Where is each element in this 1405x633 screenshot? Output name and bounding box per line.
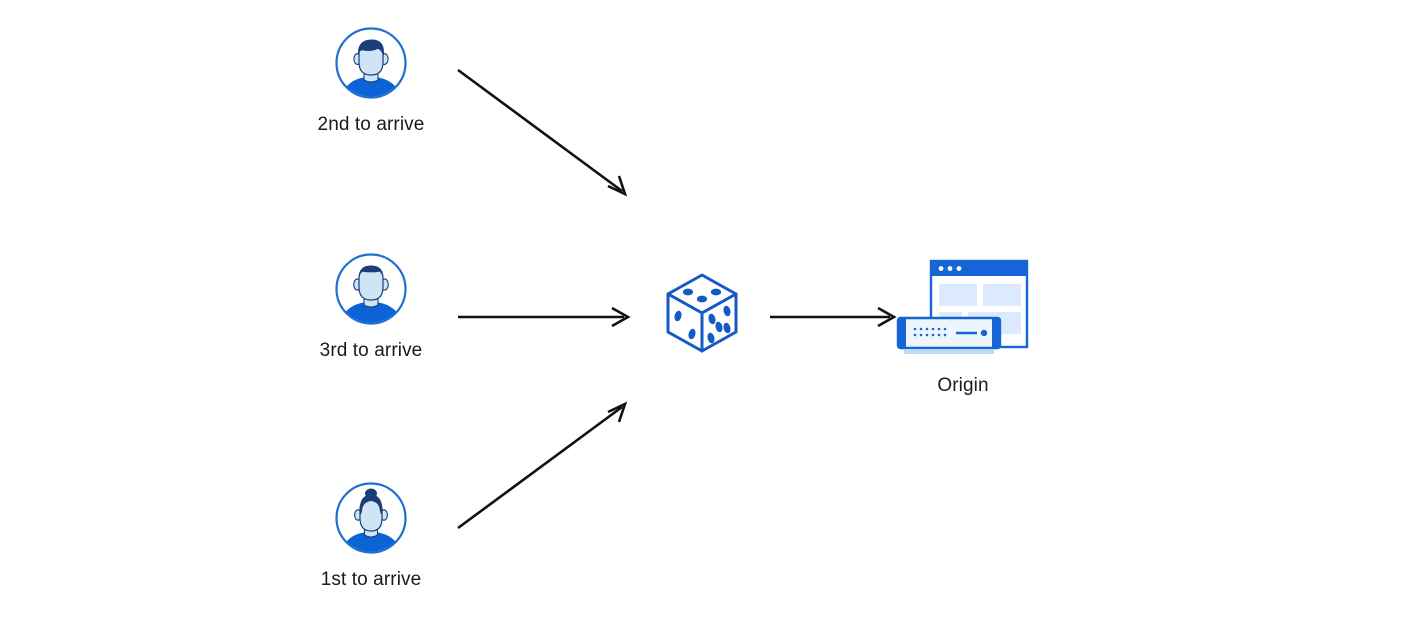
user-avatar-icon [334, 26, 408, 100]
node-user-2nd-to-arrive[interactable]: 2nd to arrive [311, 26, 431, 136]
user-avatar-icon [334, 481, 408, 555]
origin-server-icon [893, 255, 1033, 365]
arrow-user1-to-dice [457, 401, 628, 530]
arrow-dice-to-origin [770, 306, 897, 328]
node-label: 2nd to arrive [317, 114, 425, 135]
node-label: 3rd to arrive [319, 340, 423, 361]
node-user-1st-to-arrive[interactable]: 1st to arrive [311, 481, 431, 591]
node-dice[interactable] [657, 268, 747, 358]
arrow-user2-to-dice [457, 68, 628, 197]
user-avatar-icon [334, 252, 408, 326]
node-user-3rd-to-arrive[interactable]: 3rd to arrive [311, 252, 431, 362]
node-label: Origin [937, 375, 989, 396]
node-origin[interactable]: Origin [893, 255, 1033, 397]
arrow-user3-to-dice [458, 306, 631, 328]
node-label: 1st to arrive [320, 569, 422, 590]
dice-cube-icon [657, 268, 747, 358]
server-device [896, 316, 1002, 354]
